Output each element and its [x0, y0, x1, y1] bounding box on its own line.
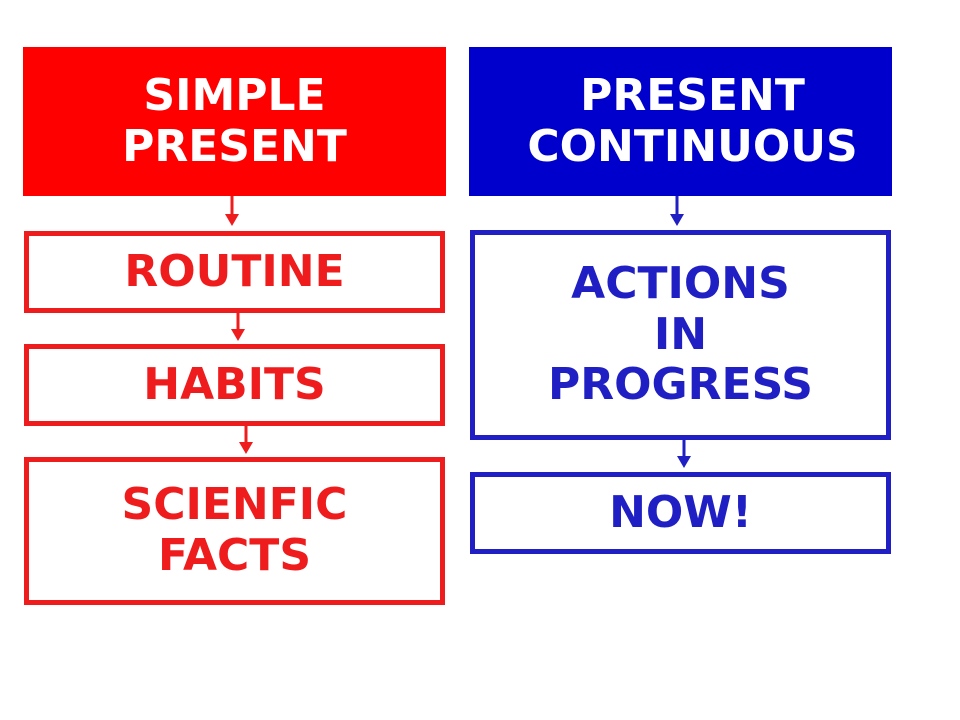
arrow-down-icon — [677, 440, 691, 468]
scientific-facts-box: SCIENFIC FACTS — [24, 457, 445, 605]
arrow-down-icon — [670, 196, 684, 226]
arrow-down-icon — [231, 313, 245, 341]
arrow-down-icon — [239, 426, 253, 454]
routine-box: ROUTINE — [24, 231, 445, 313]
habits-box: HABITS — [24, 344, 445, 426]
now-box: NOW! — [470, 472, 891, 554]
present-continuous-header: PRESENT CONTINUOUS — [469, 47, 892, 196]
arrow-down-icon — [225, 196, 239, 226]
simple-present-header: SIMPLE PRESENT — [23, 47, 446, 196]
actions-in-progress-box: ACTIONS IN PROGRESS — [470, 230, 891, 440]
